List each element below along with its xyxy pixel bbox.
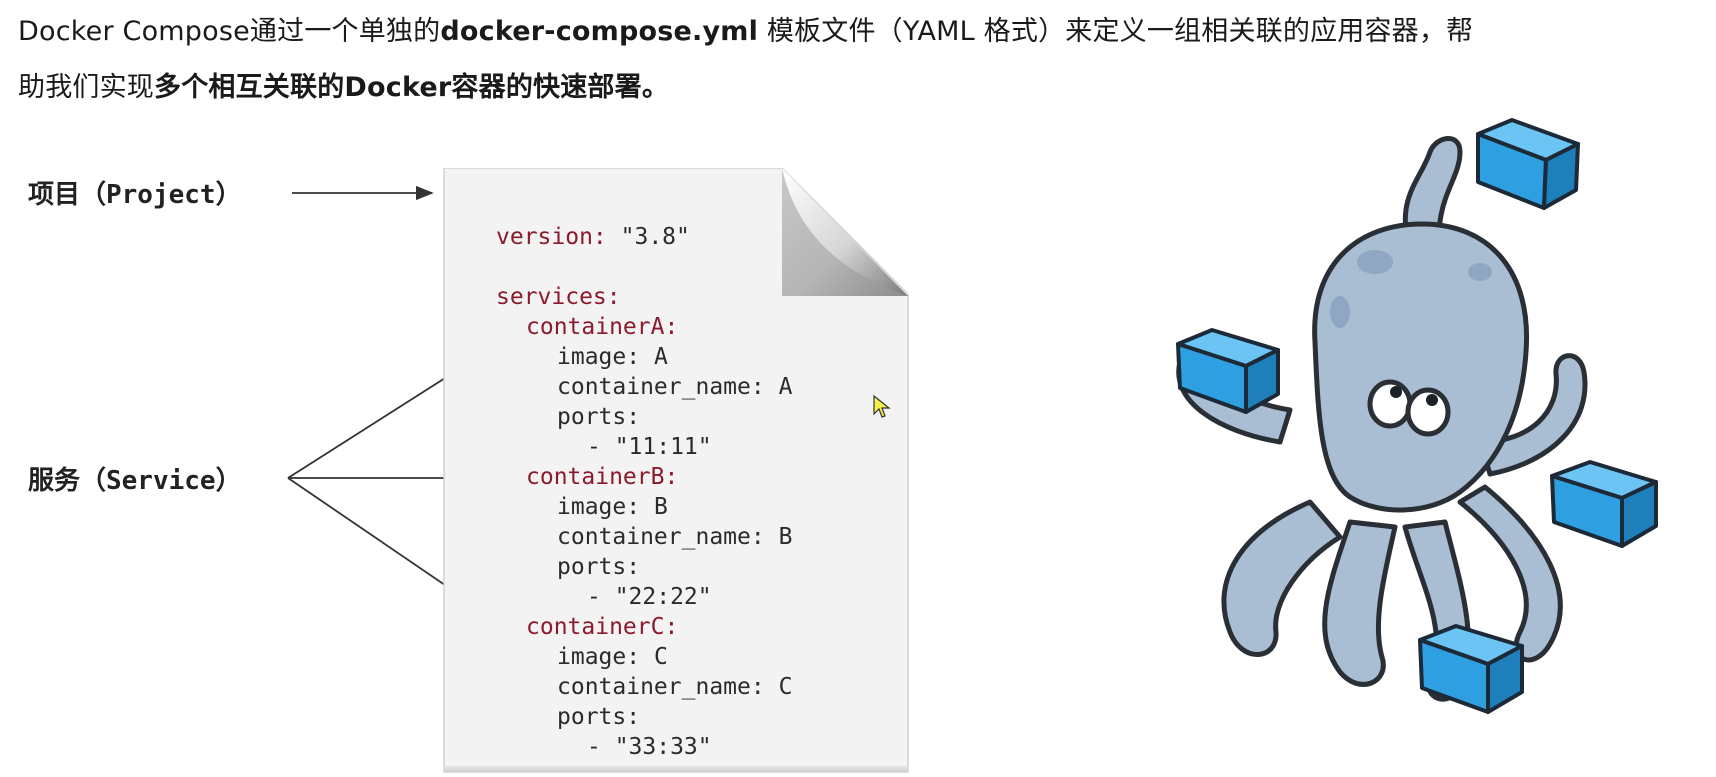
intro-line-2: 助我们实现多个相互关联的Docker容器的快速部署。 [18, 60, 1708, 116]
intro-line2-prefix: 助我们实现 [18, 72, 154, 103]
container-b-key: containerB: [526, 464, 679, 490]
container-a-cname: container_name: A [557, 372, 792, 402]
container-a-name: containerA: [526, 312, 678, 342]
container-c-image-key: image: [557, 644, 641, 670]
container-b-port: - "22:22" [587, 584, 712, 610]
intro-line1-prefix: Docker Compose通过一个单独的 [18, 16, 441, 47]
container-c-cname: container_name: C [557, 672, 792, 702]
container-c-port: - "33:33" [587, 734, 712, 760]
container-c-image-value: C [640, 644, 668, 670]
container-b-image: image: B [557, 492, 668, 522]
compose-yaml: version: "3.8" services: containerA: ima… [442, 168, 912, 774]
project-label: 项目（Project） [28, 180, 242, 210]
container-a-port: - "11:11" [587, 434, 712, 460]
container-a-image-value: A [640, 344, 668, 370]
docker-compose-octopus-logo [1176, 118, 1658, 714]
container-b-ports-key: ports: [557, 554, 641, 580]
version-key: version: [496, 224, 607, 250]
container-b-cname: container_name: B [557, 522, 792, 552]
container-c-image: image: C [557, 642, 668, 672]
container-b-ports: ports: [557, 552, 640, 582]
compose-filename: docker-compose.yml [440, 16, 759, 47]
service-label: 服务（Service） [28, 466, 242, 496]
container-a-ports: ports: [557, 402, 640, 432]
container-c-ports-key: ports: [557, 704, 641, 730]
container-a-cname-key: container_name: [557, 374, 765, 400]
document-icon [442, 168, 912, 774]
container-c-key: containerC: [526, 614, 679, 640]
container-a-ports-key: ports: [557, 404, 641, 430]
services-key: services: [496, 284, 621, 310]
container-c-ports: ports: [557, 702, 640, 732]
intro-line-1: Docker Compose通过一个单独的docker-compose.yml … [18, 4, 1708, 60]
container-b-cname-key: container_name: [557, 524, 765, 550]
intro-line1-suffix: 模板文件（YAML 格式）来定义一组相关联的应用容器，帮 [758, 16, 1474, 47]
container-a-image-key: image: [557, 344, 641, 370]
container-b-image-value: B [640, 494, 668, 520]
container-a-image: image: A [557, 342, 668, 372]
container-a-key: containerA: [526, 314, 679, 340]
container-b-cname-value: B [764, 524, 793, 550]
services-line: services: [496, 282, 621, 312]
container-c-cname-value: C [764, 674, 793, 700]
container-a-cname-value: A [764, 374, 793, 400]
container-c-name: containerC: [526, 612, 678, 642]
container-b-image-key: image: [557, 494, 641, 520]
intro-emphasis: 多个相互关联的Docker容器的快速部署。 [154, 72, 670, 103]
container-boxes [1176, 118, 1658, 714]
container-b-name: containerB: [526, 462, 678, 492]
version-line: version: "3.8" [496, 222, 690, 252]
version-value: "3.8" [606, 224, 690, 250]
intro-paragraph: Docker Compose通过一个单独的docker-compose.yml … [18, 4, 1708, 116]
container-c-cname-key: container_name: [557, 674, 765, 700]
cursor-icon [873, 394, 891, 418]
